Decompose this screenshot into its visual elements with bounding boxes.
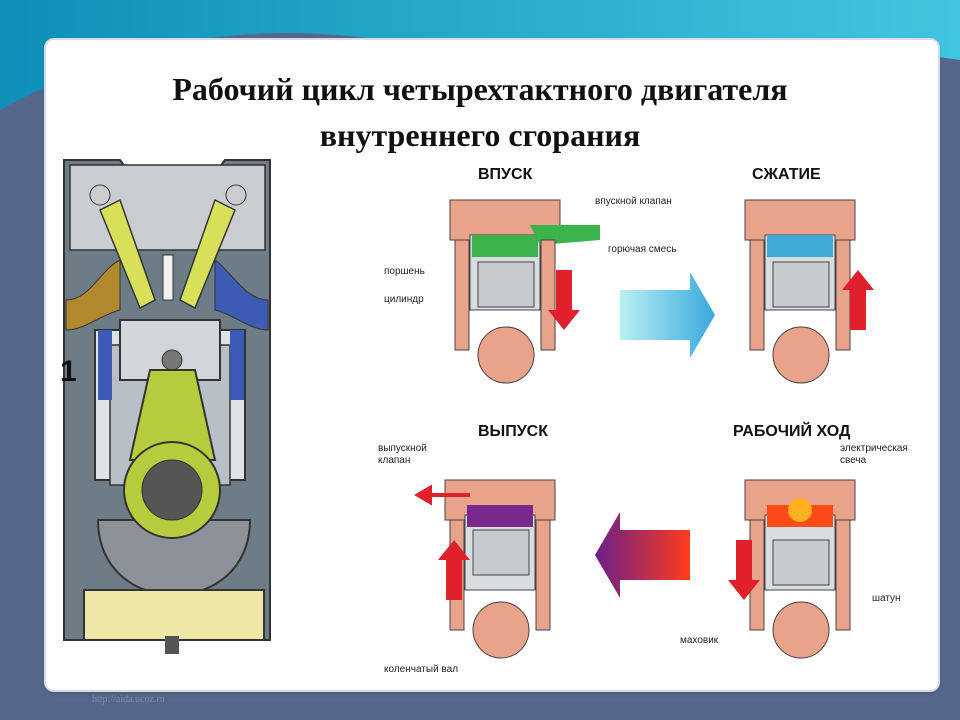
header-wave [0, 0, 960, 110]
spark-plug [162, 254, 174, 301]
label-intake-valve: впускной клапан [595, 196, 672, 207]
label-crankshaft: коленчатый вал [384, 664, 459, 675]
phase-exhaust-title: ВЫПУСК [478, 423, 548, 440]
phase-intake-title: ВПУСК [478, 166, 533, 183]
label-connecting-rod: шатун [872, 593, 901, 604]
power-diagram [728, 479, 856, 659]
label-cylinder: цилиндр [384, 294, 424, 305]
piston-and-rod [119, 319, 221, 539]
phase-power-title: РАБОЧИЙ ХОД [733, 423, 851, 440]
exhaust-diagram [414, 479, 556, 659]
label-flywheel: маховик [680, 635, 719, 646]
bolts [165, 636, 179, 654]
valves [89, 184, 247, 310]
big-engine-number: 1 [60, 355, 77, 388]
label-piston: поршень [384, 266, 425, 277]
label-fuel-mixture: горючая смесь [608, 244, 677, 255]
slide-title-line1: Рабочий цикл четырехтактного двигателя [172, 71, 788, 107]
label-spark-plug: электрическая свеча [840, 443, 908, 466]
watermark: http://aida.ucoz.ru [92, 694, 165, 705]
label-exhaust-valve: выпускной клапан [378, 443, 427, 466]
flow-arrow-right [620, 272, 715, 358]
intake-diagram [449, 199, 600, 384]
flow-arrow-left [595, 512, 690, 598]
phase-compression-title: СЖАТИЕ [752, 166, 821, 183]
slide-title-line2: внутреннего сгорания [319, 117, 641, 153]
compression-diagram [744, 199, 874, 384]
